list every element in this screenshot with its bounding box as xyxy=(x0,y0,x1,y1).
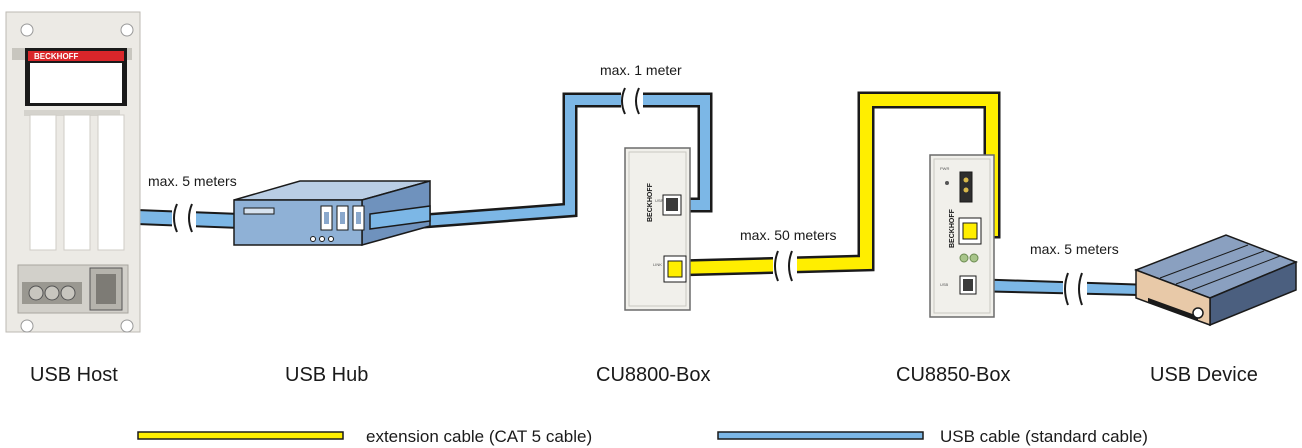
usb-cable-cu8850-to-device xyxy=(969,272,1181,306)
svg-text:USB: USB xyxy=(940,282,949,287)
cu8850-brand-text: BECKHOFF xyxy=(949,208,956,248)
hub-usb-ports xyxy=(320,205,365,231)
usb-device xyxy=(1133,234,1299,327)
host-brand-text: BECKHOFF xyxy=(34,52,79,61)
svg-text:PWR: PWR xyxy=(940,166,949,171)
host-slot xyxy=(97,114,125,251)
caption-usb-device: USB Device xyxy=(1150,364,1258,386)
usb-hub xyxy=(233,180,431,246)
cu8850-box: BECKHOFF PWR USB xyxy=(929,154,995,318)
legend-label-extension: extension cable (CAT 5 cable) xyxy=(366,427,592,446)
legend-swatch-extension xyxy=(137,431,344,440)
beckhoff-logo: BECKHOFF xyxy=(25,48,127,106)
cu8850-power-terminal xyxy=(959,171,973,203)
usb-cable-host-to-hub xyxy=(109,203,241,233)
length-hub-to-cu8800: max. 1 meter xyxy=(600,62,682,78)
host-slot xyxy=(29,114,57,251)
legend-label-usb: USB cable (standard cable) xyxy=(940,427,1148,446)
length-cu8850-to-device: max. 5 meters xyxy=(1030,241,1119,257)
caption-usb-host: USB Host xyxy=(30,364,118,386)
status-led xyxy=(959,253,969,263)
usb-host-rack: BECKHOFF xyxy=(5,11,141,333)
device-button xyxy=(1192,307,1204,319)
caption-cu8850-box: CU8850-Box xyxy=(896,364,1011,386)
caption-cu8800-box: CU8800-Box xyxy=(596,364,711,386)
svg-text:USB: USB xyxy=(655,198,664,203)
cu8800-brand-text: BECKHOFF xyxy=(647,182,654,222)
usb-cable-hub-to-cu8800 xyxy=(369,87,713,233)
status-led xyxy=(969,253,979,263)
length-cu8800-to-cu8850: max. 50 meters xyxy=(740,227,836,243)
host-slot xyxy=(63,114,91,251)
legend: extension cable (CAT 5 cable) USB cable … xyxy=(137,427,1148,446)
length-host-to-hub: max. 5 meters xyxy=(148,173,237,189)
legend-swatch-usb xyxy=(717,431,924,440)
caption-usb-hub: USB Hub xyxy=(285,364,368,386)
svg-text:LINK: LINK xyxy=(653,262,662,267)
cu8800-box: BECKHOFF USB LINK xyxy=(624,147,691,311)
